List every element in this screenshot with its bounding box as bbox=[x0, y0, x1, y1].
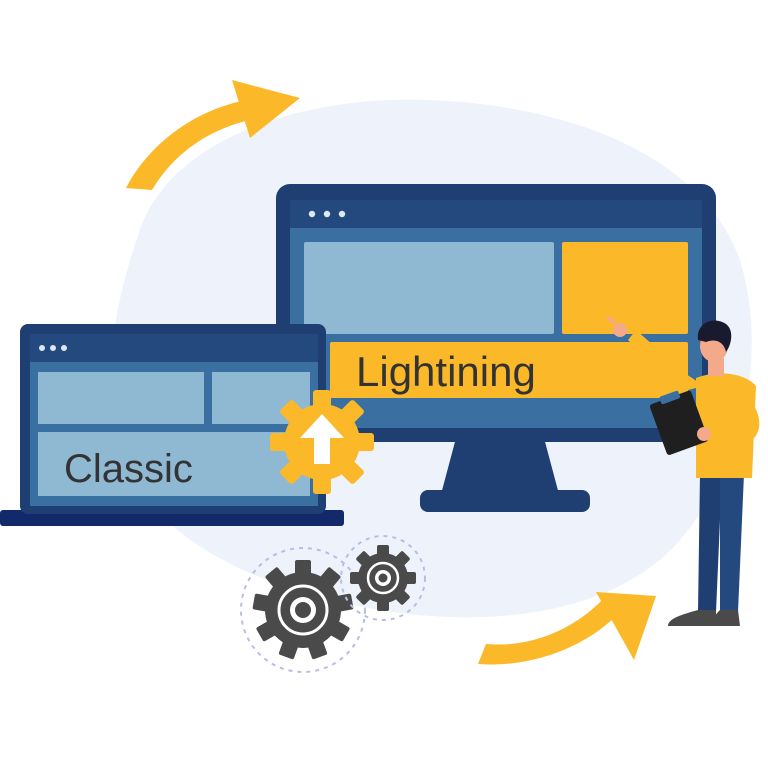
monitor-base bbox=[420, 490, 590, 512]
small-cog-icon bbox=[340, 535, 426, 621]
monitor-window-dot bbox=[308, 210, 316, 218]
cycle-arrow-top-icon bbox=[126, 80, 300, 190]
monitor-window-dot bbox=[323, 210, 331, 218]
person-neck bbox=[708, 358, 724, 376]
monitor-content-panel bbox=[304, 242, 554, 334]
laptop-window-dot bbox=[50, 345, 56, 351]
person-hand bbox=[613, 323, 627, 337]
up-arrow-icon bbox=[300, 414, 344, 464]
person-shirt bbox=[696, 373, 756, 478]
person-hand bbox=[697, 427, 711, 441]
monitor-highlight-panel bbox=[562, 242, 688, 334]
laptop-label-panel bbox=[38, 432, 310, 496]
person-shoe bbox=[712, 610, 740, 626]
person-leg bbox=[720, 474, 744, 612]
person-shoe bbox=[668, 610, 716, 626]
monitor: Lightining bbox=[276, 184, 716, 512]
person-finger bbox=[606, 316, 616, 324]
monitor-label: Lightining bbox=[356, 348, 536, 395]
person-illustration bbox=[606, 316, 760, 626]
monitor-window-dot bbox=[338, 210, 346, 218]
laptop-window-dot bbox=[39, 345, 45, 351]
monitor-titlebar bbox=[290, 200, 702, 228]
clipboard-icon bbox=[649, 390, 709, 455]
laptop: Classic bbox=[0, 324, 344, 526]
laptop-content-panel bbox=[38, 372, 204, 424]
laptop-titlebar bbox=[30, 334, 318, 362]
large-cog-icon bbox=[240, 547, 366, 673]
person-arm bbox=[628, 330, 704, 392]
cycle-arrow-bottom-icon bbox=[478, 592, 656, 665]
laptop-label: Classic bbox=[64, 447, 193, 491]
person-arm bbox=[706, 396, 760, 446]
upgrade-gear-icon bbox=[270, 390, 374, 494]
monitor-label-banner bbox=[330, 342, 688, 398]
person-hair bbox=[697, 320, 732, 352]
laptop-window-dot bbox=[61, 345, 67, 351]
person-leg bbox=[698, 474, 722, 612]
monitor-stand bbox=[440, 438, 560, 498]
